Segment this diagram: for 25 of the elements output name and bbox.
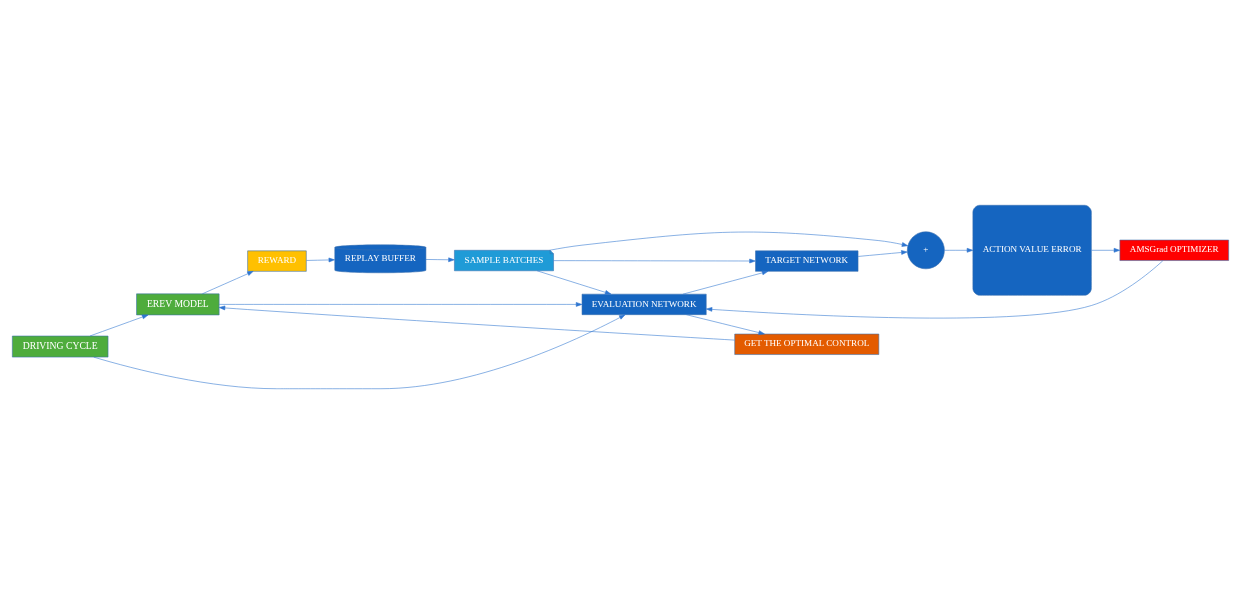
node-box: EVALUATION NETWORK xyxy=(581,293,707,315)
arrow xyxy=(218,305,735,341)
arrow xyxy=(425,257,455,263)
arrow xyxy=(93,314,626,389)
arrow xyxy=(553,258,756,264)
arrow xyxy=(202,271,254,295)
node-box: ACTION VALUE ERROR xyxy=(972,205,1092,296)
arrow xyxy=(306,257,335,263)
arrow xyxy=(219,302,583,307)
node-box: AMSGrad OPTIMIZER xyxy=(1119,239,1229,261)
arrow xyxy=(944,248,974,253)
arrow xyxy=(536,270,612,295)
arrow xyxy=(1091,248,1121,253)
arrow xyxy=(686,314,765,335)
arrow xyxy=(857,250,908,257)
arrow xyxy=(706,260,1164,319)
node-circle: + xyxy=(907,231,945,270)
node-box: GET THE OPTIMAL CONTROL xyxy=(734,333,880,355)
arrow xyxy=(89,314,149,337)
arrow xyxy=(549,231,909,251)
node-box: DRIVING CYCLE xyxy=(12,335,109,358)
arrow xyxy=(682,270,769,295)
node-box: REWARD xyxy=(247,250,307,272)
node-box: EREV MODEL xyxy=(136,293,220,316)
node-box: TARGET NETWORK xyxy=(755,250,859,272)
